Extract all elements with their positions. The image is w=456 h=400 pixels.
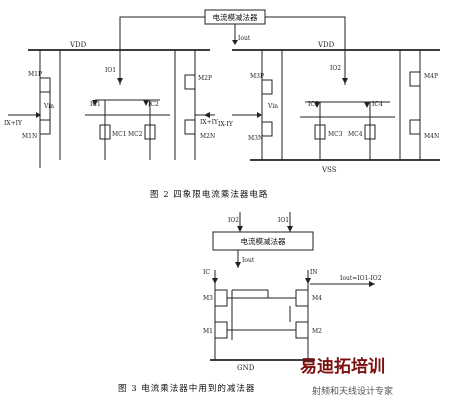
m1-transistor [214, 321, 228, 339]
fig3-io2-label: IO2 [228, 217, 239, 224]
fig3-ic-label: IC [203, 269, 210, 276]
m2p-transistor [184, 74, 196, 90]
watermark-subtitle: 射频和天线设计专家 [312, 385, 393, 397]
mc2-label: MC2 [128, 131, 143, 138]
m2-transistor [295, 321, 309, 339]
iout-label-fig2: Iout [238, 35, 251, 42]
vdd-label-left: VDD [69, 41, 87, 49]
figure-3-caption: 图 3 电流乘法器中用到的减法器 [118, 383, 255, 394]
m3p-label: M3P [250, 73, 264, 80]
ix-iy-label-left-in: IX+IY [4, 120, 23, 127]
mc2-transistor [144, 124, 156, 140]
m3n-transistor [261, 121, 273, 137]
m4p-label: M4P [424, 73, 438, 80]
ic2-label: IC2 [148, 101, 159, 108]
m1n-transistor [39, 119, 51, 135]
ix-iy-minus-label: IX-IY [218, 121, 234, 128]
ic4-label: IC4 [372, 101, 383, 108]
m4n-transistor [409, 119, 421, 135]
m3-label: M3 [203, 295, 213, 302]
mc3-label: MC3 [328, 131, 343, 138]
mc1-label: MC1 [112, 131, 127, 138]
m1p-transistor [39, 77, 51, 93]
mc4-label: MC4 [348, 131, 363, 138]
m4-transistor [295, 289, 309, 307]
subtractor-label-fig3: 电流模减法器 [241, 236, 286, 246]
m3p-transistor [261, 79, 273, 95]
vin-label-left: Vin [43, 103, 54, 110]
mc3-transistor [314, 124, 326, 140]
m4n-label: M4N [424, 133, 439, 140]
fig3-iout-label: Iout [242, 257, 255, 264]
ic3-label: IC3 [308, 101, 319, 108]
m4-label: M4 [312, 295, 322, 302]
figure-2-caption: 图 2 四象限电流乘法器电路 [150, 189, 268, 200]
m2n-transistor [184, 119, 196, 135]
vdd-label-right: VDD [317, 41, 335, 49]
gnd-label: GND [237, 364, 255, 372]
io1-label: IO1 [105, 67, 116, 74]
subtractor-label-fig2: 电流模减法器 [213, 12, 258, 22]
watermark-brand: 易迪拓培训 [300, 356, 385, 377]
m4p-transistor [409, 71, 421, 87]
fig3-io1-label: IO1 [278, 217, 289, 224]
ix-iy-label-left-out: IX+IY [200, 119, 219, 126]
vss-label: VSS [321, 166, 337, 174]
m2-label: M2 [312, 328, 322, 335]
m1n-label: M1N [22, 133, 37, 140]
fig3-eq-label: Iout=IO1-IO2 [340, 275, 382, 282]
m3n-label: M3N [248, 135, 263, 142]
m2p-label: M2P [198, 75, 212, 82]
mc4-transistor [364, 124, 376, 140]
subtractor-block-fig3 [212, 231, 314, 251]
fig3-in-label: IN [310, 269, 318, 276]
io2-label: IO2 [330, 65, 341, 72]
m2n-label: M2N [200, 133, 215, 140]
mc1-transistor [99, 124, 111, 140]
m1-label: M1 [203, 328, 213, 335]
vin-label-right: Vin [267, 103, 278, 110]
m3-transistor [214, 289, 228, 307]
m1p-label: M1P [28, 71, 42, 78]
